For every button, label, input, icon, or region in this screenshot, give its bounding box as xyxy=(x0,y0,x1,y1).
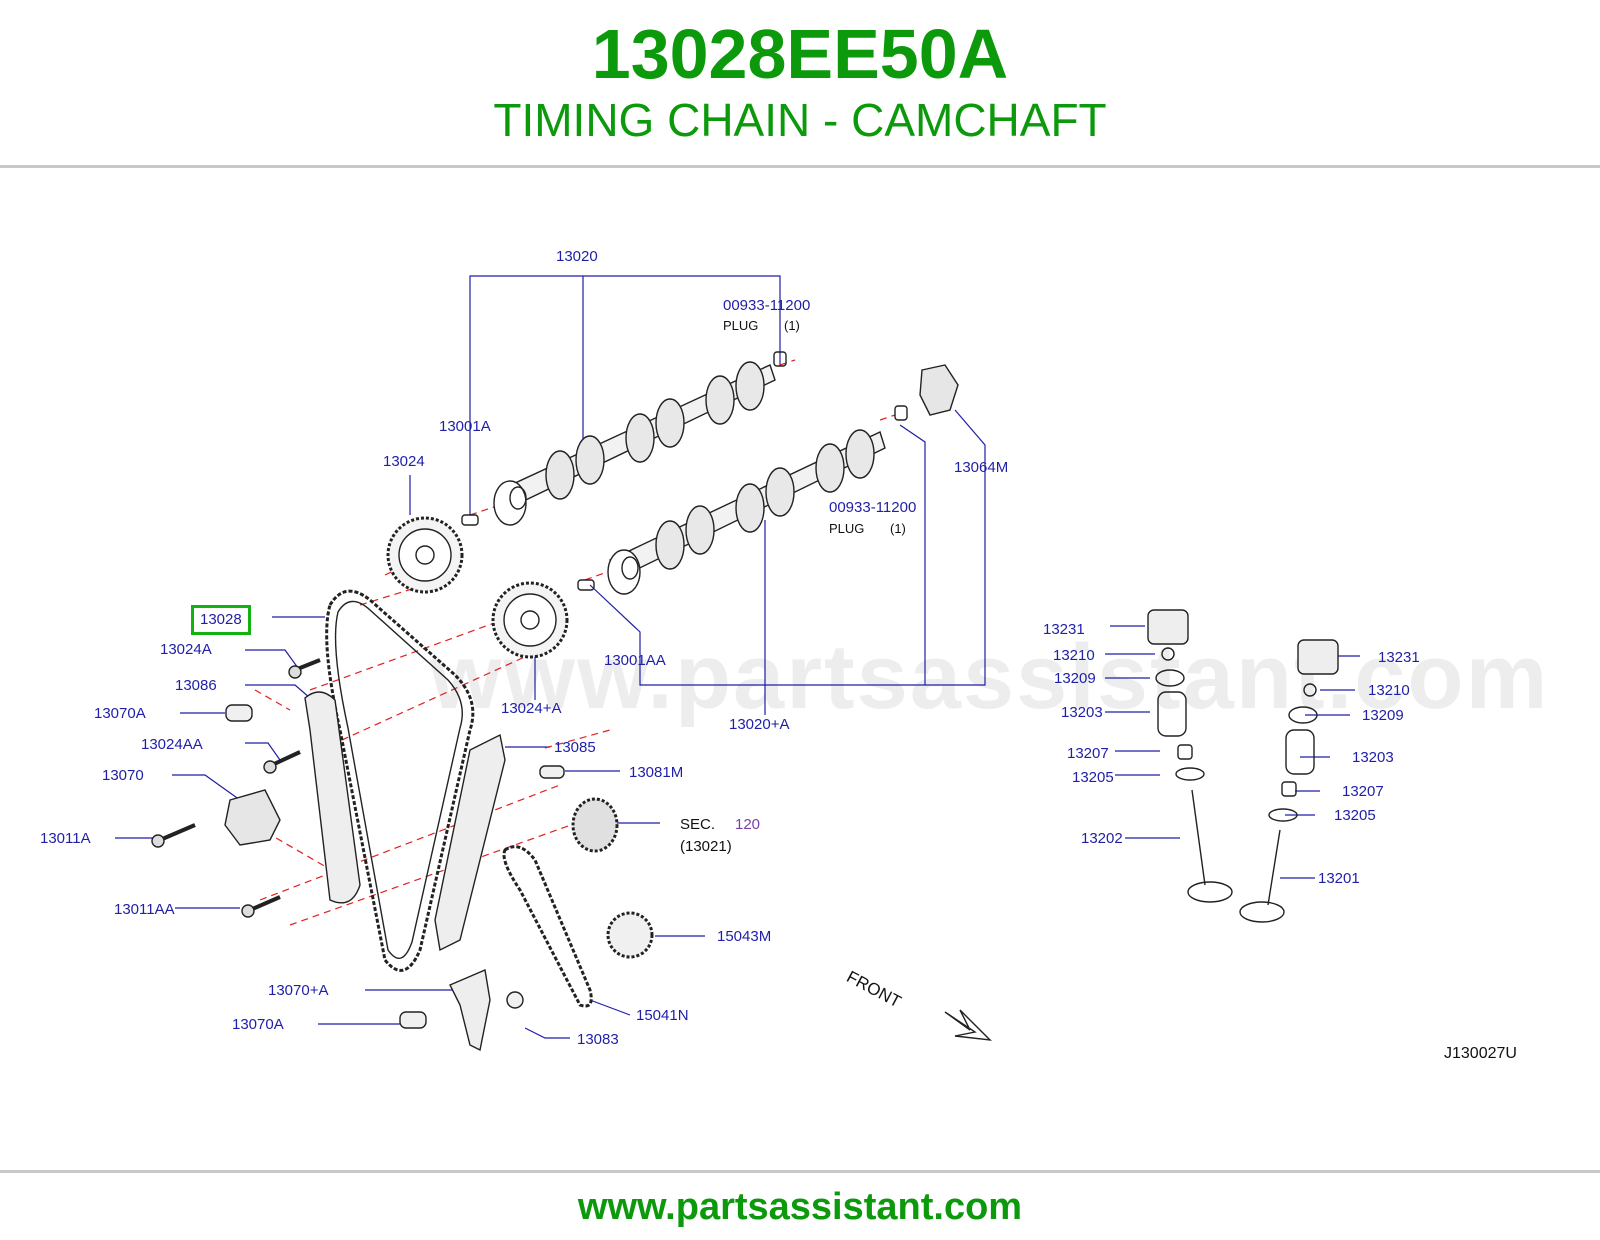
header-divider xyxy=(0,165,1600,168)
diagram-drawing xyxy=(115,275,1360,1052)
callout-13070A-top[interactable]: 13070A xyxy=(94,705,146,722)
callout-13064M[interactable]: 13064M xyxy=(954,459,1009,476)
callout-13085[interactable]: 13085 xyxy=(554,739,596,756)
callout-13231-right[interactable]: 13231 xyxy=(1378,649,1420,666)
plug-upper-qty: (1) xyxy=(784,318,800,333)
callout-13209-left[interactable]: 13209 xyxy=(1054,670,1096,687)
callout-13020[interactable]: 13020 xyxy=(556,248,598,265)
callout-13202[interactable]: 13202 xyxy=(1081,830,1123,847)
callout-13210-left[interactable]: 13210 xyxy=(1053,647,1095,664)
callout-13020-plus-A[interactable]: 13020+A xyxy=(729,716,790,733)
callout-13205-right[interactable]: 13205 xyxy=(1334,807,1376,824)
plug-lower-qty: (1) xyxy=(890,521,906,536)
callout-13203-left[interactable]: 13203 xyxy=(1061,704,1103,721)
callout-13070A-bottom[interactable]: 13070A xyxy=(232,1016,284,1033)
part-description: TIMING CHAIN - CAMCHAFT xyxy=(493,94,1107,146)
callout-13011A[interactable]: 13011A xyxy=(40,830,91,847)
callout-13205-left[interactable]: 13205 xyxy=(1072,769,1114,786)
callout-13070[interactable]: 13070 xyxy=(102,767,144,784)
section-ref-number[interactable]: 120 xyxy=(735,816,761,833)
section-ref-label: SEC. xyxy=(680,816,716,833)
callout-13083[interactable]: 13083 xyxy=(577,1031,619,1048)
part-outlines xyxy=(151,351,1339,1052)
parts-diagram: www.partsassistant.com xyxy=(0,170,1600,1168)
section-ref-sub: (13021) xyxy=(680,838,732,855)
footer-divider xyxy=(0,1170,1600,1173)
callout-13001A[interactable]: 13001A xyxy=(439,418,491,435)
callout-13201[interactable]: 13201 xyxy=(1318,870,1360,887)
page-header: 13028EE50A TIMING CHAIN - CAMCHAFT xyxy=(0,0,1600,168)
plug-upper-label: PLUG xyxy=(723,318,759,333)
callout-13207-right[interactable]: 13207 xyxy=(1342,783,1384,800)
callout-15043M[interactable]: 15043M xyxy=(717,928,772,945)
plug-lower-label: PLUG xyxy=(829,521,865,536)
callout-13024[interactable]: 13024 xyxy=(383,453,425,470)
callout-13203-right[interactable]: 13203 xyxy=(1352,749,1394,766)
callout-13070-plus-A[interactable]: 13070+A xyxy=(268,982,329,999)
callout-13001AA[interactable]: 13001AA xyxy=(604,652,666,669)
callout-13028-selected[interactable]: 13028 xyxy=(191,605,251,635)
callout-13209-right[interactable]: 13209 xyxy=(1362,707,1404,724)
callout-13210-right[interactable]: 13210 xyxy=(1368,682,1410,699)
callout-00933-plug-upper[interactable]: 00933-11200 xyxy=(723,297,811,314)
part-number-title: 13028EE50A xyxy=(591,15,1009,93)
callout-13011AA[interactable]: 13011AA xyxy=(114,901,175,918)
callout-13024A[interactable]: 13024A xyxy=(160,641,212,658)
callout-13207-left[interactable]: 13207 xyxy=(1067,745,1109,762)
callout-13231-left[interactable]: 13231 xyxy=(1043,621,1085,638)
callout-15041N[interactable]: 15041N xyxy=(636,1007,689,1024)
callout-13081M[interactable]: 13081M xyxy=(629,764,684,781)
watermark-text: www.partsassistant.com xyxy=(430,626,1550,728)
callout-13086[interactable]: 13086 xyxy=(175,677,217,694)
callout-13024AA[interactable]: 13024AA xyxy=(141,736,203,753)
callout-13024-plus-A[interactable]: 13024+A xyxy=(501,700,562,717)
footer-website-link[interactable]: www.partsassistant.com xyxy=(577,1186,1023,1228)
diagram-code: J130027U xyxy=(1444,1045,1517,1062)
callout-00933-plug-lower[interactable]: 00933-11200 xyxy=(829,499,917,516)
